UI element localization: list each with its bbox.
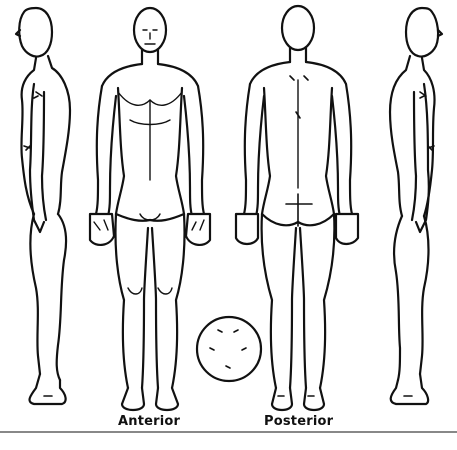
figure-left-lateral	[16, 8, 70, 404]
figure-anterior	[90, 8, 210, 410]
anterior-label: Anterior	[118, 414, 180, 429]
circle-diagram	[197, 317, 261, 381]
figure-right-lateral	[390, 8, 442, 404]
posterior-label: Posterior	[264, 414, 333, 429]
